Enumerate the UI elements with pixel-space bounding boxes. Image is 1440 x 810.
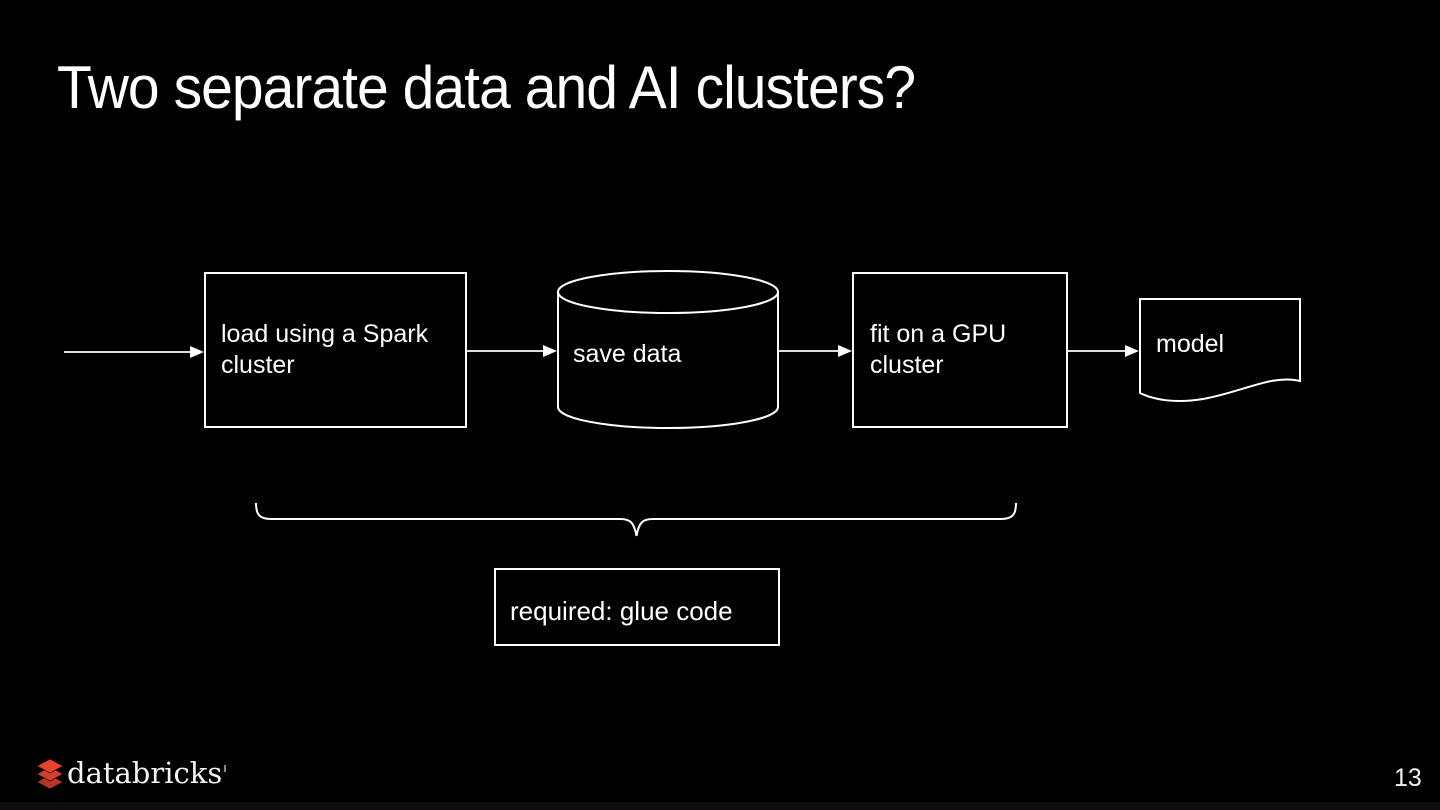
database-cylinder-shape [557, 270, 779, 429]
curly-brace [255, 502, 1017, 537]
glue-code-annotation-box: required: glue code [494, 568, 780, 646]
gpu-cluster-box: fit on a GPU cluster [852, 272, 1068, 428]
flow-arrow-gpu-to-model [1068, 345, 1139, 357]
document-shape [1139, 298, 1301, 402]
data-store-label: save data [573, 340, 682, 368]
glue-code-annotation-label: required: glue code [510, 595, 733, 626]
databricks-logo-icon [36, 758, 64, 790]
trademark-mark [224, 765, 227, 772]
databricks-wordmark: databricks [67, 756, 223, 790]
spark-cluster-box: load using a Spark cluster [204, 272, 467, 428]
databricks-logo: databricks [36, 755, 227, 797]
slide-title: Two separate data and AI clusters? [57, 54, 916, 121]
model-doc-label: model [1156, 330, 1225, 358]
bottom-edge-strip [0, 802, 1440, 810]
spark-cluster-box-label: load using a Spark cluster [221, 320, 429, 379]
incoming-flow-arrow [64, 346, 204, 358]
page-number: 13 [1394, 764, 1422, 792]
flow-arrow-data-to-gpu [778, 345, 852, 357]
gpu-cluster-box-label: fit on a GPU cluster [870, 320, 1007, 379]
flow-arrow-spark-to-data [467, 345, 557, 357]
